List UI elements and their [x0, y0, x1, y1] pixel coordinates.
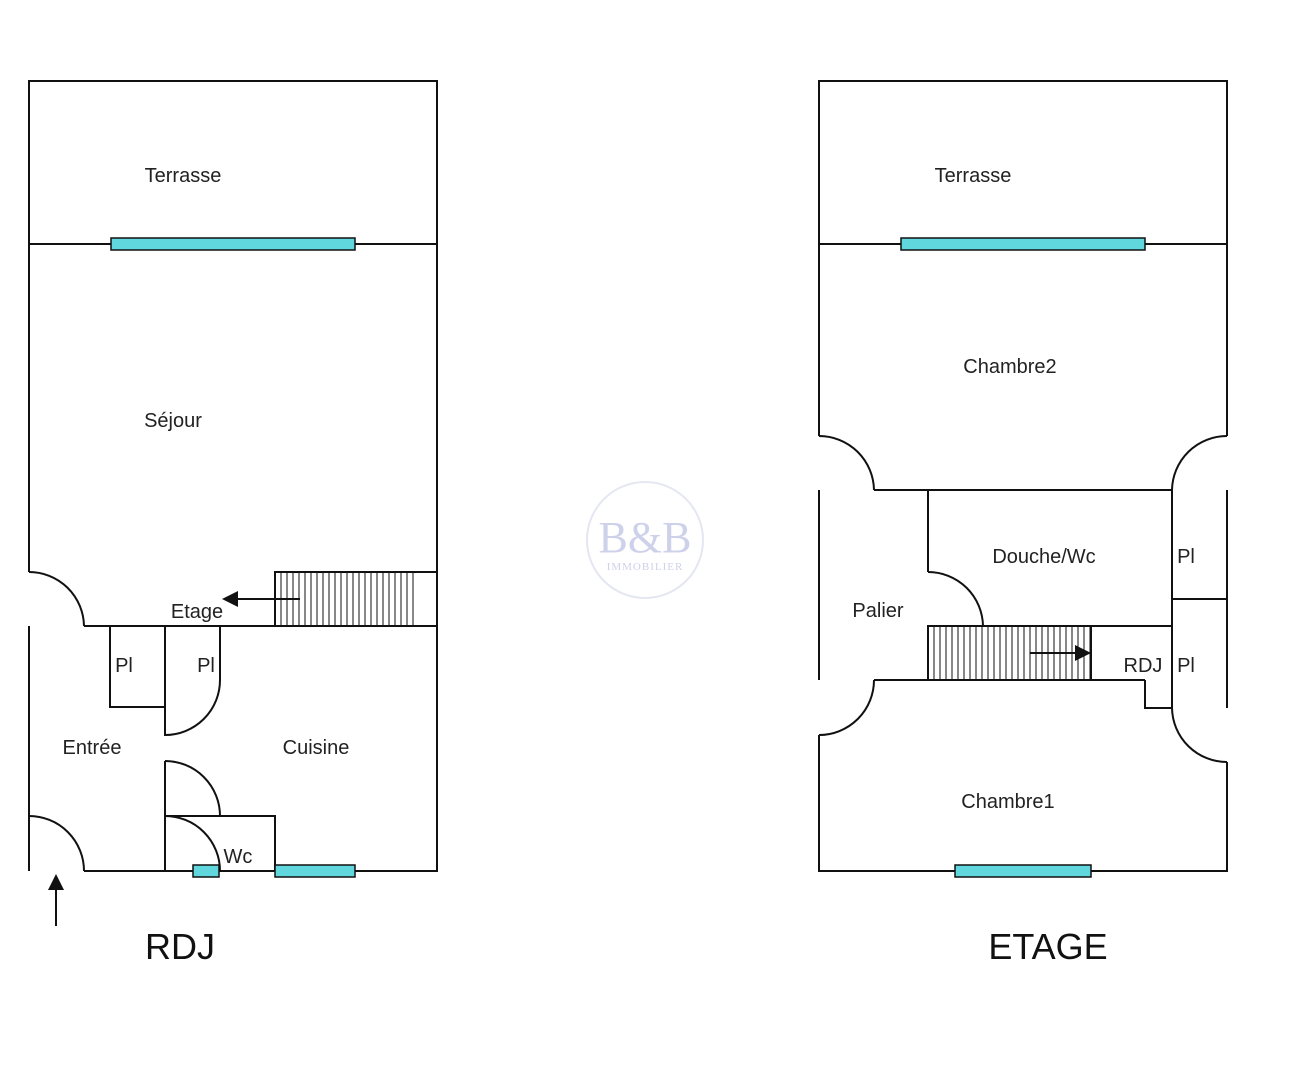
rdj-label-sejour: Séjour — [144, 410, 202, 432]
etage-stair-arrowhead — [1075, 645, 1091, 661]
etage-title: ETAGE — [988, 926, 1107, 967]
rdj-wc-door — [164, 815, 221, 872]
entrance-arrowhead — [48, 874, 64, 890]
rdj-label-etage: Etage — [171, 601, 223, 623]
watermark-circle — [586, 481, 704, 599]
etage-chambre1-door — [818, 679, 875, 736]
etage-outer-right-lower — [1091, 762, 1228, 872]
etage-douche-door — [927, 571, 984, 627]
rdj-placard1-wall — [109, 626, 165, 708]
etage-outer-left-lower — [818, 735, 955, 872]
rdj-label-cuisine: Cuisine — [283, 737, 350, 759]
etage-label-rdj: RDJ — [1124, 655, 1163, 677]
rdj-cuisine-door — [164, 760, 221, 817]
rdj-label-entree: Entrée — [63, 737, 122, 759]
rdj-entrance-door — [28, 815, 85, 872]
etage-label-terrasse: Terrasse — [935, 165, 1012, 187]
rdj-stair-steps — [280, 572, 414, 626]
etage-plan: Terrasse Chambre2 Douche/Wc Pl Palier RD… — [818, 80, 1228, 967]
etage-label-placard1: Pl — [1177, 546, 1195, 568]
watermark-logo: B&B IMMOBILIER — [586, 481, 704, 599]
etage-label-placard2: Pl — [1177, 655, 1195, 677]
etage-label-chambre2: Chambre2 — [963, 356, 1056, 378]
rdj-title: RDJ — [145, 926, 215, 967]
etage-placard2-door — [1171, 707, 1228, 763]
rdj-stair-arrowhead — [222, 591, 238, 607]
rdj-label-placard2: Pl — [197, 655, 215, 677]
rdj-wc-window — [192, 864, 220, 878]
watermark-brand: B&B — [599, 513, 692, 562]
rdj-cuisine-window — [274, 864, 356, 878]
etage-outer-top — [818, 80, 1228, 436]
rdj-wc-wall — [165, 815, 276, 871]
etage-chambre1-window — [954, 864, 1092, 878]
rdj-plan: Terrasse Séjour Etage Pl Pl Entrée Cuisi… — [28, 80, 438, 967]
etage-terrasse-window — [900, 237, 1146, 251]
etage-label-douche: Douche/Wc — [992, 546, 1095, 568]
etage-small-wall — [1144, 680, 1172, 709]
rdj-terrasse-window — [110, 237, 356, 251]
etage-label-palier: Palier — [852, 600, 903, 622]
etage-chambre2-door-right — [1171, 435, 1228, 491]
rdj-label-wc: Wc — [224, 846, 253, 868]
rdj-placard2-door — [164, 679, 221, 736]
rdj-label-placard1: Pl — [115, 655, 133, 677]
watermark-sub: IMMOBILIER — [607, 561, 684, 573]
etage-label-chambre1: Chambre1 — [961, 791, 1054, 813]
etage-chambre2-door-left — [818, 435, 875, 491]
rdj-label-terrasse: Terrasse — [145, 165, 222, 187]
rdj-sejour-door — [28, 571, 85, 627]
